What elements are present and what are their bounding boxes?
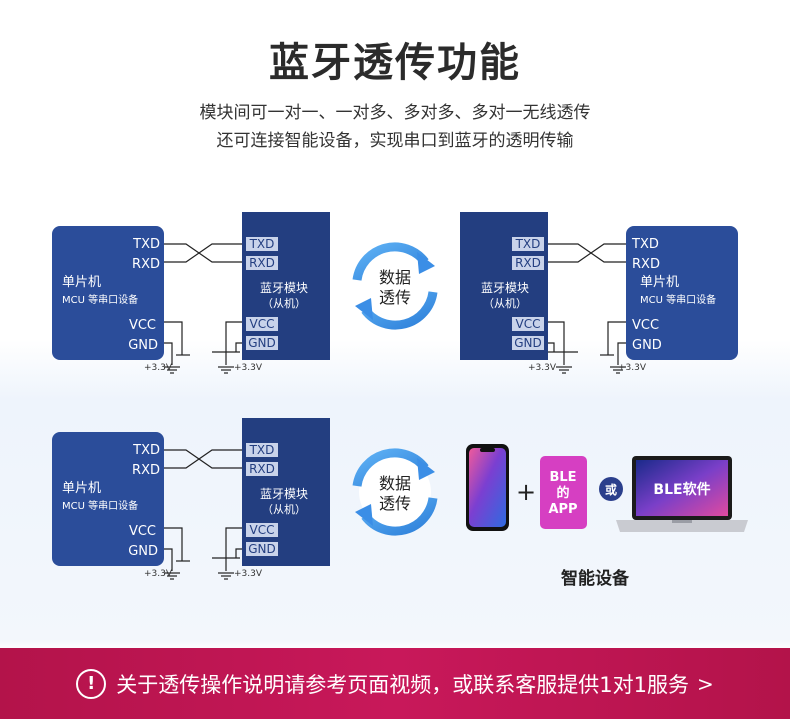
- power-wires: [164, 321, 242, 365]
- module-name: 蓝牙模块: [481, 281, 529, 295]
- power-label: +3.3V: [144, 363, 173, 373]
- transfer-text-line2: 透传: [379, 288, 411, 307]
- mcu-desc: MCU 等串口设备: [640, 293, 716, 306]
- power-wires: [548, 321, 626, 365]
- ble-app-tile: BLE 的 APP: [540, 456, 587, 529]
- banner-text: 关于透传操作说明请参考页面视频，或联系客服提供1对1服务: [116, 672, 689, 697]
- mcu-pin-gnd: GND: [632, 338, 662, 353]
- software-text: BLE软件: [653, 481, 710, 498]
- module-role: （从机）: [262, 502, 306, 516]
- circuit-row1-left: TXD RXD 单片机 MCU 等串口设备 VCC GND TXD RXD 蓝牙…: [52, 212, 330, 374]
- module-pin-txd: TXD: [249, 443, 275, 457]
- or-badge: [599, 477, 623, 501]
- transfer-text-line1: 数据: [379, 474, 411, 493]
- module-pin-rxd: RXD: [249, 462, 275, 476]
- app-text-line1: BLE: [549, 470, 576, 485]
- power-label: +3.3V: [144, 569, 173, 579]
- power-label: +3.3V: [618, 363, 647, 373]
- or-text: 或: [605, 482, 617, 497]
- module-name: 蓝牙模块: [260, 281, 308, 295]
- power-label: +3.3V: [234, 363, 263, 373]
- mcu-box: [626, 226, 738, 360]
- mcu-pin-vcc: VCC: [129, 524, 156, 539]
- mcu-pin-rxd: RXD: [132, 463, 160, 478]
- power-wires: [164, 527, 242, 571]
- module-pin-vcc: VCC: [250, 523, 275, 537]
- service-banner[interactable]: ! 关于透传操作说明请参考页面视频，或联系客服提供1对1服务 >: [0, 648, 790, 719]
- module-pin-rxd: RXD: [515, 256, 541, 270]
- mcu-pin-vcc: VCC: [129, 318, 156, 333]
- data-transfer-icon: 数据 透传: [352, 242, 438, 330]
- module-role: （从机）: [262, 296, 306, 310]
- transfer-text-line1: 数据: [379, 268, 411, 287]
- subtitle-line-1: 模块间可一对一、一对多、多对多、多对一无线透传: [199, 103, 591, 123]
- subtitle-line-2: 还可连接智能设备，实现串口到蓝牙的透明传输: [216, 131, 574, 151]
- mcu-name: 单片机: [640, 275, 679, 290]
- mcu-box: [52, 432, 164, 566]
- mcu-desc: MCU 等串口设备: [62, 293, 138, 306]
- uart-cross-wires: [164, 449, 242, 469]
- mcu-pin-txd: TXD: [631, 237, 659, 252]
- module-pin-gnd: GND: [248, 336, 276, 350]
- smart-devices: + BLE 的 APP 或 BLE软件: [466, 444, 748, 532]
- circuit-row1-right: TXD RXD 蓝牙模块 （从机） VCC GND TXD RXD 单片机 MC…: [460, 212, 738, 374]
- circuit-row2-left: TXD RXD 单片机 MCU 等串口设备 VCC GND TXD RXD 蓝牙…: [52, 418, 330, 580]
- data-transfer-icon: 数据 透传: [352, 448, 438, 536]
- uart-cross-wires: [548, 243, 626, 263]
- mcu-pin-rxd: RXD: [132, 257, 160, 272]
- module-pin-vcc: VCC: [250, 317, 275, 331]
- mcu-pin-vcc: VCC: [632, 318, 659, 333]
- chevron-right-icon: >: [696, 671, 714, 696]
- mcu-name: 单片机: [62, 275, 101, 290]
- mcu-pin-txd: TXD: [132, 443, 160, 458]
- app-text-line2: 的: [556, 485, 569, 501]
- mcu-pin-gnd: GND: [128, 544, 158, 559]
- plus-sign: +: [516, 478, 536, 506]
- mcu-name: 单片机: [62, 481, 101, 496]
- module-name: 蓝牙模块: [260, 487, 308, 501]
- phone-icon: [466, 444, 509, 531]
- laptop-icon: BLE软件: [616, 456, 748, 532]
- bt-module-box: [242, 418, 330, 566]
- mcu-pin-txd: TXD: [132, 237, 160, 252]
- exclamation-icon: !: [76, 668, 107, 699]
- module-role: （从机）: [483, 296, 527, 310]
- module-pin-txd: TXD: [249, 237, 275, 251]
- mcu-pin-gnd: GND: [128, 338, 158, 353]
- mcu-box: [52, 226, 164, 360]
- smart-device-caption: 智能设备: [561, 569, 629, 589]
- app-text-line3: APP: [548, 502, 577, 517]
- mcu-desc: MCU 等串口设备: [62, 499, 138, 512]
- power-label: +3.3V: [528, 363, 557, 373]
- transfer-text-line2: 透传: [379, 494, 411, 513]
- module-pin-gnd: GND: [514, 336, 542, 350]
- mcu-pin-rxd: RXD: [632, 257, 660, 272]
- serial-bluetooth-diagram: TXD RXD 单片机 MCU 等串口设备 VCC GND TXD RXD 蓝牙…: [52, 212, 748, 580]
- module-pin-rxd: RXD: [249, 256, 275, 270]
- uart-cross-wires: [164, 243, 242, 263]
- page-title: 蓝牙透传功能: [269, 40, 521, 86]
- module-pin-txd: TXD: [515, 237, 541, 251]
- module-pin-gnd: GND: [248, 542, 276, 556]
- power-label: +3.3V: [234, 569, 263, 579]
- bt-module-box: [242, 212, 330, 360]
- bt-module-box: [460, 212, 548, 360]
- module-pin-vcc: VCC: [516, 317, 541, 331]
